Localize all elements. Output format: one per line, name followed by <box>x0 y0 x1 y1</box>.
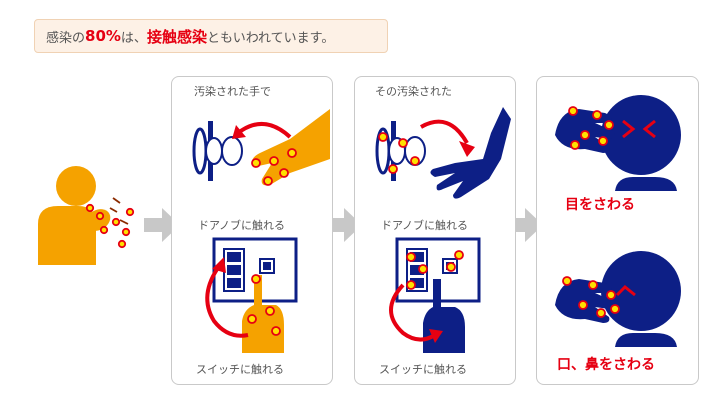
panel-contaminated-surfaces: その汚染された ドアノブに触れる スイッチに触れる <box>354 76 516 385</box>
panel-contaminated-hand: 汚染された手で ドアノブに触れる スイッチに触れる <box>171 76 333 385</box>
flow-arrow-2 <box>326 208 362 242</box>
headline-prefix: 感染の <box>46 30 86 46</box>
panel2-top-label: その汚染された <box>375 85 452 98</box>
door-knob-navy-hand-icon <box>375 107 511 199</box>
touch-mouth-nose-icon <box>555 251 681 347</box>
panel1-top-label: 汚染された手で <box>194 85 271 98</box>
panel1-switch-caption: スイッチに触れる <box>196 363 284 376</box>
panel2-switch-caption: スイッチに触れる <box>379 363 467 376</box>
coughing-person-icon <box>38 166 135 265</box>
switch-hand-icon <box>205 237 298 353</box>
door-knob-hand-icon <box>192 109 330 186</box>
caption-touch-eyes: 目をさわる <box>565 197 635 213</box>
panel2-door-caption: ドアノブに触れる <box>381 219 469 232</box>
headline-mid: は、 <box>120 30 147 46</box>
flow-arrow-3 <box>507 208 543 242</box>
switch-navy-hand-icon <box>389 237 481 353</box>
headline-percent: 80% <box>85 27 121 45</box>
caption-touch-mouth-nose: 口、鼻をさわる <box>557 357 655 373</box>
touch-eyes-icon <box>555 95 681 191</box>
cough-droplets <box>85 203 135 249</box>
panel-touch-face: 目をさわる 口、鼻をさわる <box>536 76 699 385</box>
headline-emphasis: 接触感染 <box>146 27 207 46</box>
panel1-door-caption: ドアノブに触れる <box>198 219 286 232</box>
headline-suffix: ともいわれています。 <box>206 30 335 46</box>
